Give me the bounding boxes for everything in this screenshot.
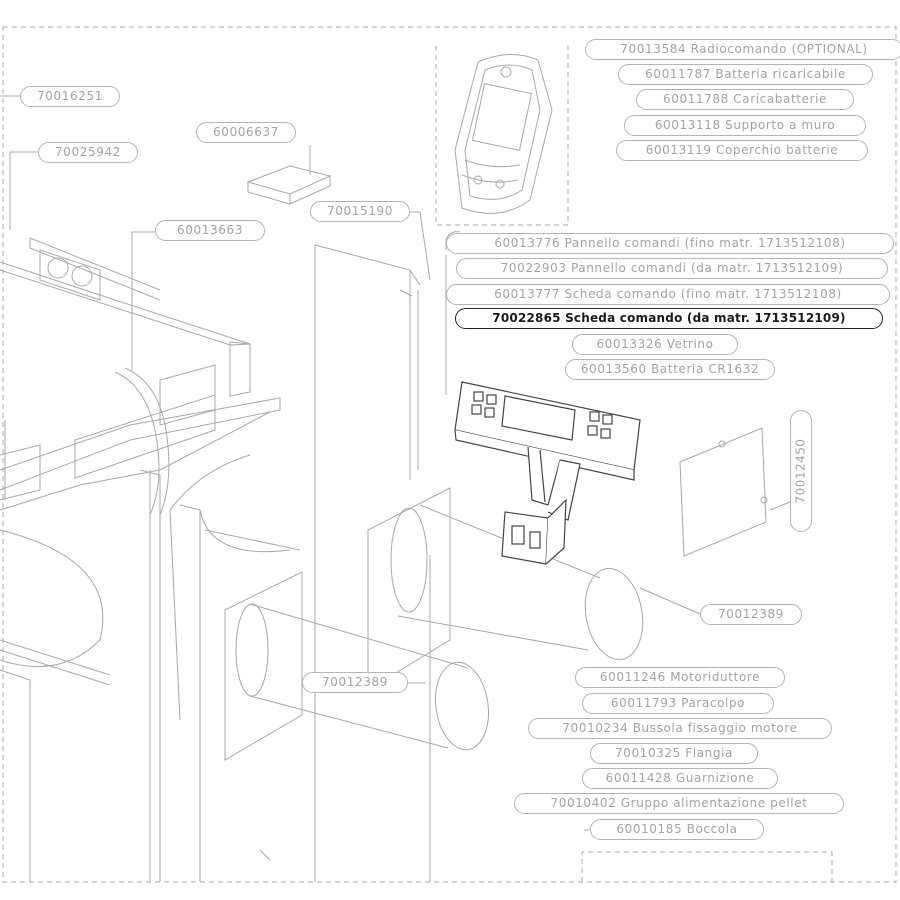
center-panel: [314, 244, 431, 882]
lower-tube: [224, 571, 489, 761]
part-callout-70013584[interactable]: 70013584 Radiocomando (OPTIONAL): [585, 39, 900, 60]
part-callout-60010185[interactable]: 60010185 Boccola: [590, 819, 764, 840]
part-callout-70022865-selected[interactable]: 70022865 Scheda comando (da matr. 171351…: [455, 308, 883, 329]
cable-outer: [124, 367, 170, 516]
part-callout-60011788[interactable]: 60011788 Caricabatterie: [636, 89, 854, 110]
part-callout-70010234[interactable]: 70010234 Bussola fissaggio motore: [528, 718, 832, 739]
part-callout-70022903[interactable]: 70022903 Pannello comandi (da matr. 1713…: [456, 258, 888, 279]
part-callout-60013560[interactable]: 60013560 Batteria CR1632: [565, 359, 775, 380]
glass-plate: [679, 427, 767, 557]
bottom-inset-box: [581, 851, 833, 882]
part-callout-60011428[interactable]: 60011428 Guarnizione: [582, 768, 778, 789]
remote-control: [454, 54, 553, 214]
control-panel: [454, 381, 641, 565]
part-callout-60013663[interactable]: 60013663: [155, 220, 265, 241]
cable: [114, 371, 160, 516]
part-callout-70012389-lower[interactable]: 70012389: [302, 672, 408, 693]
small-plate-part: [246, 165, 332, 205]
part-callout-70010325[interactable]: 70010325 Flangia: [590, 743, 758, 764]
part-callout-70010402[interactable]: 70010402 Gruppo alimentazione pellet: [514, 793, 844, 814]
part-callout-60011793[interactable]: 60011793 Paracolpo: [582, 693, 774, 714]
part-callout-70025942[interactable]: 70025942: [38, 142, 138, 163]
part-callout-60011246[interactable]: 60011246 Motoriduttore: [575, 667, 785, 688]
part-callout-70012450-label: 70012450: [794, 438, 809, 504]
part-callout-60013118[interactable]: 60013118 Supporto a muro: [624, 115, 866, 136]
remote-inset-box: [435, 46, 569, 226]
leader-lines: [0, 95, 801, 831]
part-callout-70016251[interactable]: 70016251: [20, 86, 120, 107]
part-callout-70015190[interactable]: 70015190: [310, 201, 410, 222]
part-callout-60013777[interactable]: 60013777 Scheda comando (fino matr. 1713…: [446, 284, 890, 305]
part-callout-60013326[interactable]: 60013326 Vetrino: [572, 334, 738, 355]
part-callout-60011787[interactable]: 60011787 Batteria ricaricabile: [618, 64, 873, 85]
part-callout-60013776[interactable]: 60013776 Pannello comandi (fino matr. 17…: [446, 233, 894, 254]
part-callout-60006637[interactable]: 60006637: [196, 122, 296, 143]
part-callout-70012450[interactable]: 70012450: [790, 410, 812, 532]
stove-body: [0, 237, 301, 882]
part-callout-70012389-upper[interactable]: 70012389: [700, 604, 802, 625]
part-callout-60013119[interactable]: 60013119 Coperchio batterie: [616, 140, 868, 161]
